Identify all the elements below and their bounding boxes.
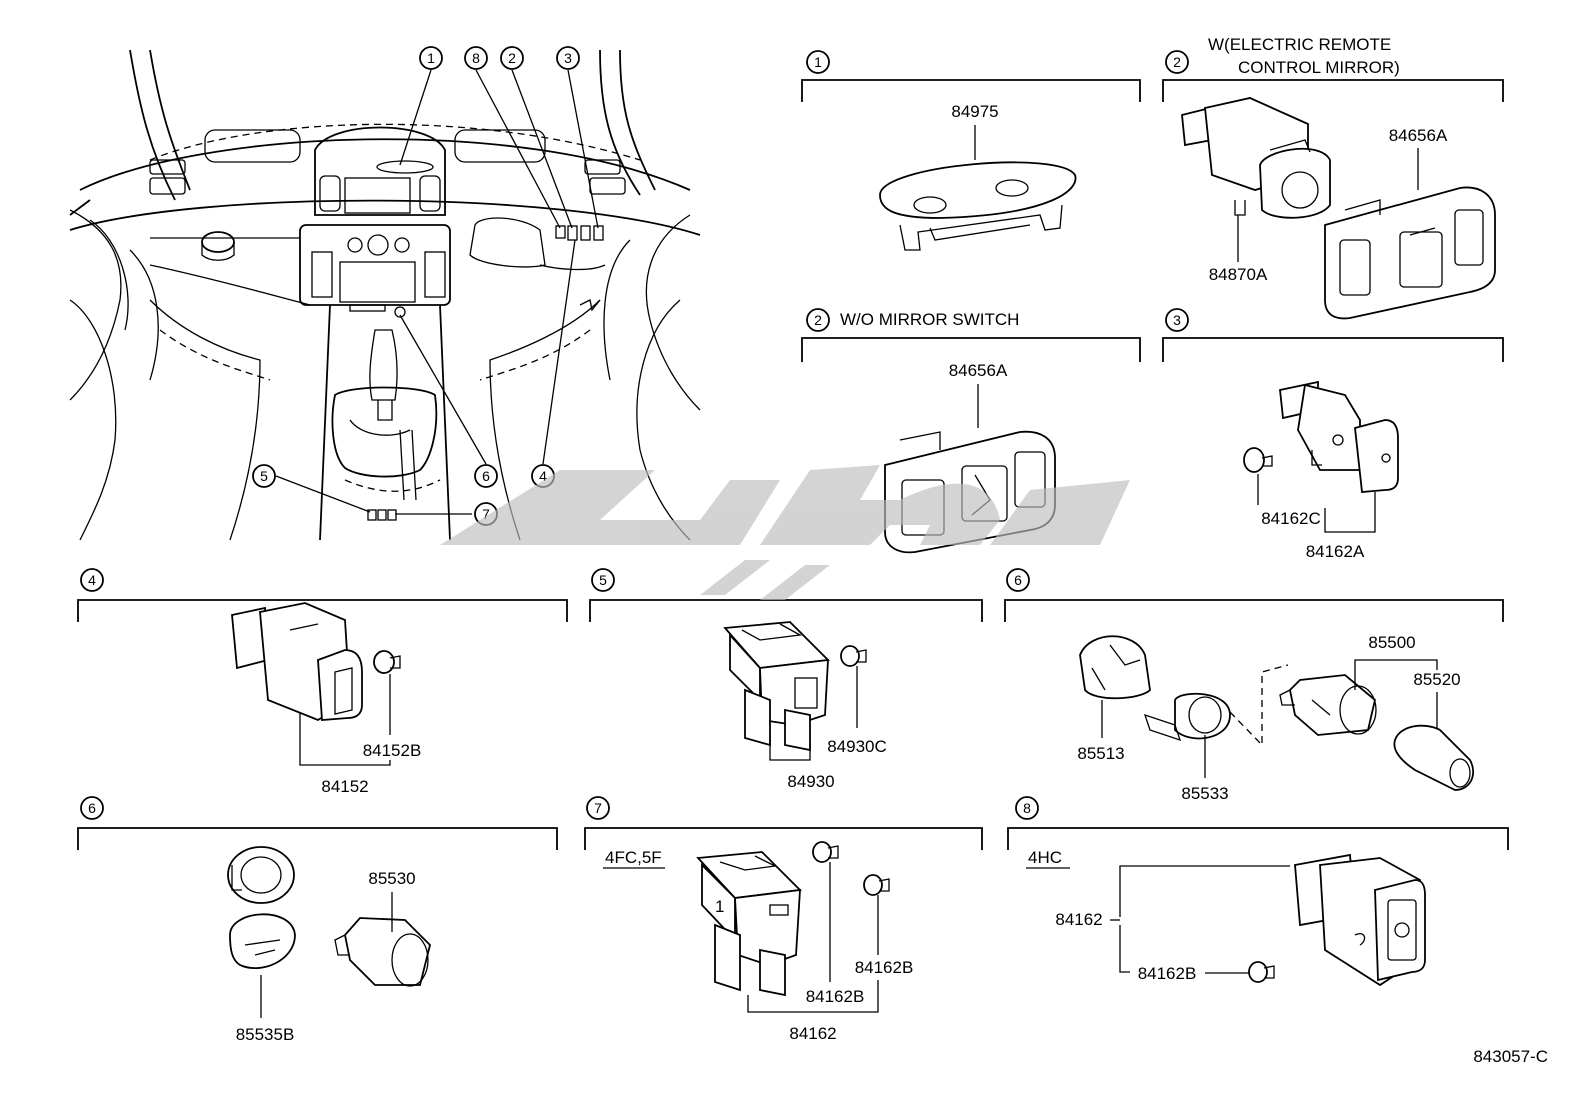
part-label-85500: 85500 [1368, 633, 1415, 652]
lighter-socket-85500 [1279, 674, 1377, 736]
callout-1: 1 [419, 46, 443, 70]
svg-text:2: 2 [1173, 54, 1181, 70]
section-4: 4 84152B 84152 [77, 568, 568, 796]
note-electric-remote: W(ELECTRIC REMOTE [1208, 35, 1391, 54]
callout-8: 8 [464, 46, 488, 70]
svg-text:3: 3 [1173, 312, 1181, 328]
callout-3: 3 [556, 46, 580, 70]
part-label-84152: 84152 [321, 777, 368, 796]
part-label-85520: 85520 [1413, 670, 1460, 689]
svg-text:4: 4 [88, 572, 96, 588]
part-label-84162-s8: 84162 [1055, 910, 1102, 929]
lighter-ring-85533 [1143, 692, 1231, 742]
svg-text:3: 3 [564, 50, 572, 66]
clip-84930C [840, 645, 867, 667]
switch-bezel-part [1324, 186, 1496, 320]
note-4hc: 4HC [1028, 848, 1062, 867]
clip-84162B-s8 [1248, 961, 1275, 983]
part-label-84656A: 84656A [1389, 126, 1448, 145]
part-label-84930: 84930 [787, 772, 834, 791]
part-label-84162C: 84162C [1261, 509, 1321, 528]
clip-84162B-right [863, 874, 890, 896]
section-5: 5 84930C 84930 [589, 568, 983, 791]
fog-lamp-switch-part [1279, 380, 1399, 493]
part-label-85530: 85530 [368, 869, 415, 888]
note-control-mirror: CONTROL MIRROR) [1238, 58, 1400, 77]
figure-code: 843057-C [1473, 1047, 1548, 1066]
part-label-85533: 85533 [1181, 784, 1228, 803]
part-label-84152B: 84152B [363, 741, 422, 760]
svg-text:4: 4 [539, 468, 547, 484]
part-label-84162-s7: 84162 [789, 1024, 836, 1043]
fog-lamp-switch-part-8 [1294, 853, 1426, 987]
part-label-84162B-s8: 84162B [1138, 964, 1197, 983]
watermark-shape [440, 465, 1130, 545]
svg-text:6: 6 [88, 800, 96, 816]
part-label-84162B-right: 84162B [855, 958, 914, 977]
watermark-accent [700, 560, 830, 600]
rocker-switch-part-7: 1 [696, 851, 802, 997]
lighter-housing-85513 [1079, 635, 1151, 700]
section-6-outlet: 6 85535B 85530 [77, 796, 558, 1044]
outlet-socket-85530 [334, 917, 431, 987]
rheostat-switch-part [231, 602, 363, 722]
watermark-logo [440, 465, 1130, 600]
svg-text:2: 2 [814, 312, 822, 328]
section-6-lighter: 6 85513 85533 85500 85520 [1004, 568, 1504, 803]
note-4fc-5f: 4FC,5F [605, 848, 662, 867]
section-7: 7 4FC,5F 1 84162B 84162B 84162 [584, 796, 983, 1043]
callout-6: 6 [474, 464, 498, 488]
svg-text:2: 2 [508, 50, 516, 66]
clip-84152B [373, 650, 401, 674]
outlet-cover-85535B [227, 846, 296, 970]
svg-text:6: 6 [482, 468, 490, 484]
svg-text:1: 1 [427, 50, 435, 66]
part-label-84656A-alt: 84656A [949, 361, 1008, 380]
svg-text:7: 7 [482, 506, 490, 522]
lighter-plug-85520 [1393, 724, 1475, 791]
note-wo-mirror-switch: W/O MIRROR SWITCH [840, 310, 1019, 329]
callout-2: 2 [500, 46, 524, 70]
rocker-switch-part-5 [723, 621, 830, 752]
svg-text:1: 1 [814, 54, 822, 70]
svg-text:5: 5 [599, 572, 607, 588]
part-label-84975: 84975 [951, 102, 998, 121]
section-3: 3 84162C 84162A [1162, 308, 1504, 561]
svg-text:8: 8 [472, 50, 480, 66]
part-label-85535B: 85535B [236, 1025, 295, 1044]
svg-text:7: 7 [594, 800, 602, 816]
clip-84162B-upper [812, 841, 839, 863]
part-label-84162B-lower: 84162B [806, 987, 865, 1006]
switch-marking: 1 [715, 897, 724, 916]
section-8: 8 4HC 84162 84162B [1007, 796, 1509, 987]
part-label-84870A: 84870A [1209, 265, 1268, 284]
part-label-84930C: 84930C [827, 737, 887, 756]
clip-84162C [1243, 447, 1273, 473]
part-label-84162A: 84162A [1306, 542, 1365, 561]
callout-5: 5 [252, 464, 276, 488]
svg-text:8: 8 [1023, 800, 1031, 816]
part-label-85513: 85513 [1077, 744, 1124, 763]
mirror-switch-cover-part [879, 161, 1077, 251]
mirror-switch-part [1181, 97, 1331, 219]
section-2-electric-mirror: 2 W(ELECTRIC REMOTE CONTROL MIRROR) 8487… [1162, 35, 1504, 320]
dashboard-overview: 1 8 2 3 4 5 6 7 [69, 46, 701, 541]
section-1: 1 84975 [801, 50, 1141, 251]
svg-text:5: 5 [260, 468, 268, 484]
svg-text:6: 6 [1014, 572, 1022, 588]
